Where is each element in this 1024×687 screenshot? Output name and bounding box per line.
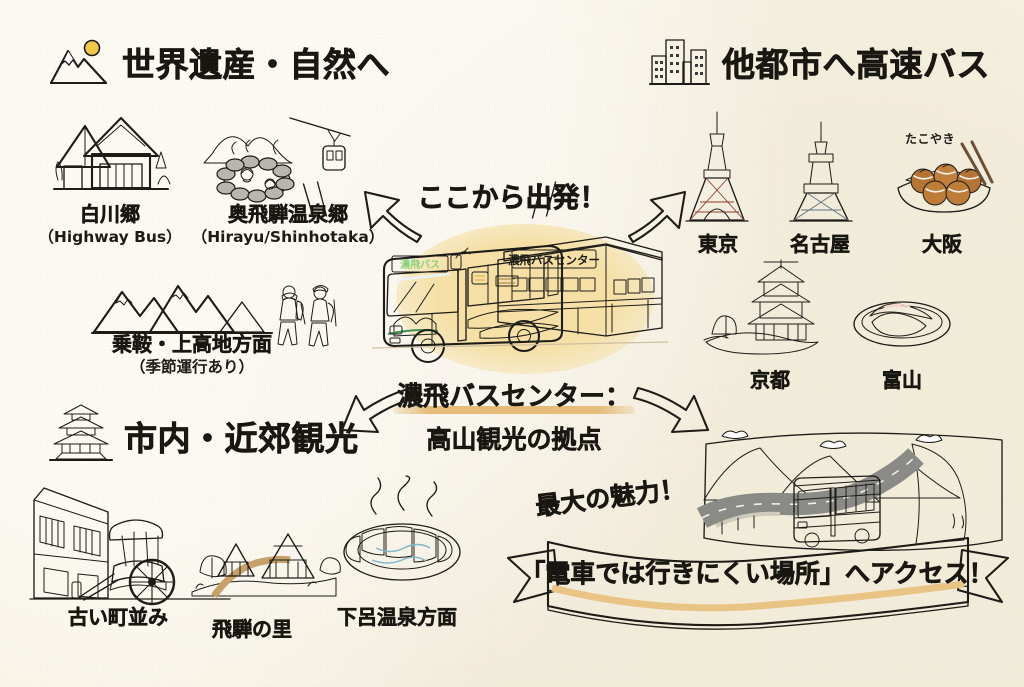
onsen-ropeway-icon bbox=[190, 108, 355, 203]
item-name: 京都 bbox=[750, 368, 791, 392]
section-title-top-right: 他都市へ高速バス bbox=[718, 48, 1000, 88]
hida-folk-village-icon bbox=[188, 500, 341, 600]
item-name: 富山 bbox=[882, 368, 923, 392]
gero-onsen-icon bbox=[332, 475, 472, 584]
start-here-label: ここから出発！ bbox=[302, 176, 607, 219]
arrow-to-top-right bbox=[627, 190, 687, 244]
terminal-sign-text: 濃飛バスセンター bbox=[508, 253, 600, 267]
access-banner bbox=[506, 528, 1010, 648]
center-title-line2: 高山観光の拠点 bbox=[426, 425, 602, 455]
old-townscape-rickshaw-icon bbox=[29, 470, 231, 606]
arrow-to-top-left bbox=[363, 190, 423, 244]
castle-icon bbox=[48, 404, 114, 462]
item-caption-okuhida: 奥飛騨温泉郷 （Hirayu/Shinhotaka） bbox=[191, 202, 385, 246]
item-name: 古い町並み bbox=[68, 605, 169, 629]
item-name: 大阪 bbox=[922, 232, 963, 256]
item-sub: （季節運行あり） bbox=[129, 357, 254, 376]
section-heading-bottom-left: 市内・近郊観光 bbox=[48, 404, 368, 462]
emphasis-strokes-left bbox=[302, 181, 328, 219]
nohi-bus-and-terminal-illustration: 濃飛バスセンター 濃飛バス bbox=[371, 228, 669, 373]
item-name: 東京 bbox=[698, 232, 739, 256]
item-name: 飛騨の里 bbox=[212, 617, 293, 641]
takoyaki-note-label: たこやき bbox=[905, 132, 956, 146]
arrow-to-bottom-right bbox=[632, 386, 710, 434]
section-heading-top-right: 他都市へ高速バス bbox=[648, 34, 1000, 88]
bus-destination-text: 濃飛バス bbox=[400, 258, 440, 271]
item-caption-shirakawago: 白川郷 （Highway Bus） bbox=[38, 202, 182, 246]
gassho-house-icon bbox=[52, 110, 171, 195]
item-sub: （Highway Bus） bbox=[38, 227, 182, 246]
start-here-text: ここから出発！ bbox=[417, 183, 607, 215]
item-caption-kyoto: 京都 bbox=[750, 368, 791, 393]
arrow-to-bottom-left bbox=[340, 386, 418, 434]
sushi-icon bbox=[850, 282, 954, 352]
mountain-sun-icon bbox=[48, 38, 110, 86]
charm-label: 最大の魅力！ bbox=[533, 473, 687, 522]
item-caption-osaka: 大阪 bbox=[922, 232, 963, 257]
city-buildings-icon bbox=[648, 34, 711, 86]
item-caption-hida-village: 飛騨の里 bbox=[212, 617, 293, 642]
emphasis-strokes-right bbox=[531, 181, 557, 219]
item-name: 下呂温泉方面 bbox=[337, 605, 458, 629]
item-caption-norikura: 乗鞍・上高地方面 （季節運行あり） bbox=[112, 332, 273, 376]
takoyaki-icon bbox=[890, 136, 1000, 222]
item-name: 白川郷 bbox=[79, 202, 141, 226]
item-name: 奥飛騨温泉郷 bbox=[227, 202, 349, 226]
item-sub: （Hirayu/Shinhotaka） bbox=[191, 227, 385, 246]
alps-hikers-icon bbox=[90, 272, 274, 340]
access-banner-text: 「電車では行きにくい場所」へアクセス！ bbox=[520, 559, 994, 589]
center-title: 濃飛バスセンター： 高山観光の拠点 bbox=[392, 376, 636, 456]
kinkakuji-icon bbox=[702, 259, 822, 356]
item-caption-gero-onsen: 下呂温泉方面 bbox=[337, 605, 458, 630]
section-heading-top-left: 世界遺産・自然へ bbox=[48, 38, 400, 88]
section-title-top-left: 世界遺産・自然へ bbox=[118, 48, 400, 88]
item-caption-toyama: 富山 bbox=[882, 368, 923, 393]
mountain-road-bus-illustration bbox=[696, 422, 1006, 554]
section-title-bottom-left: 市内・近郊観光 bbox=[120, 422, 368, 462]
nagoya-tv-tower-icon bbox=[789, 121, 853, 224]
center-title-line1: 濃飛バスセンター： bbox=[392, 376, 636, 415]
item-name: 名古屋 bbox=[790, 232, 851, 256]
item-caption-old-town: 古い町並み bbox=[68, 605, 169, 630]
item-caption-tokyo: 東京 bbox=[698, 232, 739, 257]
item-caption-nagoya: 名古屋 bbox=[790, 232, 851, 257]
tokyo-tower-icon bbox=[685, 111, 749, 224]
item-name: 乗鞍・上高地方面 bbox=[112, 332, 273, 356]
hikers-icon bbox=[272, 278, 344, 350]
